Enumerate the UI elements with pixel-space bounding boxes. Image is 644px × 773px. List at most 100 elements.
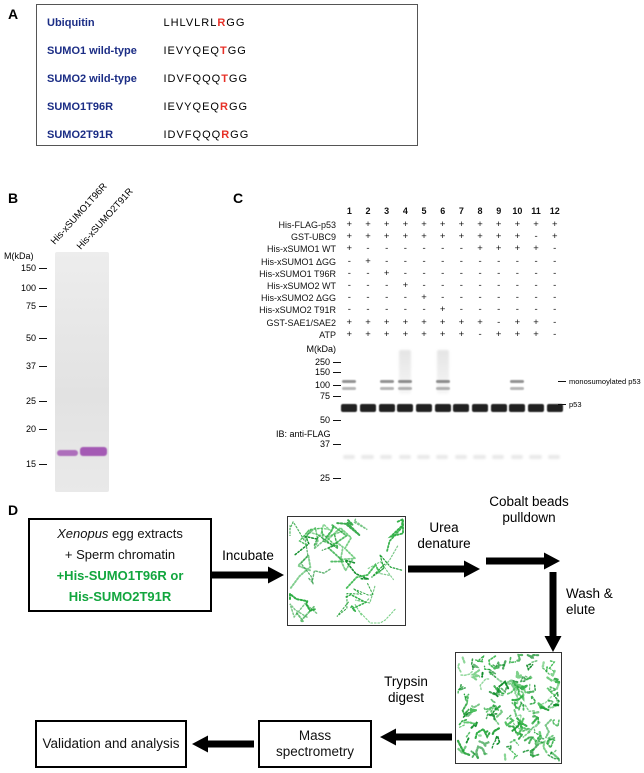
plus-minus-cell: -: [553, 267, 557, 279]
marker-value: 20: [25, 424, 36, 434]
marker-row: 150: [296, 367, 341, 377]
background-band: [510, 455, 524, 459]
marker-value: 100: [20, 283, 36, 293]
plus-minus-cell: -: [497, 267, 501, 279]
plus-minus-cell: +: [421, 219, 427, 230]
p53-band: [378, 404, 395, 412]
component-label: His-xSUMO1 WT: [267, 244, 336, 255]
plus-minus-cell: -: [385, 292, 389, 304]
matrix-cells: ++++++++++++: [340, 219, 564, 231]
annotation-tick: [558, 404, 566, 405]
trypsin-digest-arrow: [380, 728, 452, 746]
plus-minus-cell: +: [439, 219, 446, 230]
plus-minus-cell: +: [402, 328, 409, 340]
plus-minus-cell: -: [366, 292, 370, 304]
lane-number: 6: [440, 206, 446, 216]
plus-minus-cell: -: [403, 243, 407, 255]
p53-band: [341, 404, 358, 412]
plus-minus-cell: +: [365, 231, 371, 243]
plus-minus-cell: +: [477, 219, 483, 230]
component-label: His-xSUMO2 WT: [267, 280, 336, 291]
p53-band: [416, 404, 432, 412]
plus-minus-cell: +: [533, 219, 539, 230]
sequence-prefix: IDVFQQQ: [163, 73, 222, 85]
wash-elute-arrow: [544, 572, 562, 652]
protein-sequence: IDVFQQQRGG: [163, 129, 249, 141]
plus-minus-cell: -: [553, 328, 557, 340]
background-band: [417, 455, 430, 459]
plus-minus-cell: +: [477, 243, 483, 255]
plus-minus-cell: -: [553, 243, 557, 255]
plus-minus-cell: -: [534, 267, 538, 279]
panel-a-label: A: [8, 6, 19, 22]
plus-minus-cell: +: [346, 328, 353, 340]
background-band: [435, 455, 449, 459]
plus-minus-cell: +: [439, 328, 446, 340]
plus-minus-cell: +: [346, 231, 353, 243]
marker-tick: [333, 384, 341, 386]
extracts-line1: Xenopus egg extracts: [57, 523, 183, 544]
trypsin-digest-label: Trypsin digest: [384, 674, 428, 705]
lane-number: 5: [421, 206, 427, 216]
p53-band: [546, 404, 563, 412]
plus-minus-cell: +: [383, 267, 390, 279]
marker-value: 100: [314, 380, 330, 390]
plus-minus-cell: -: [497, 292, 501, 304]
plus-minus-cell: +: [458, 316, 465, 328]
gel-image: [55, 252, 109, 492]
plus-minus-cell: -: [385, 243, 389, 255]
plus-minus-cell: +: [421, 292, 427, 304]
sequence-suffix: GG: [227, 45, 247, 57]
matrix-cells: +++++++-+++-: [340, 329, 564, 341]
cobalt-pulldown-arrow: [486, 552, 560, 570]
urea-denature-arrow: [408, 560, 480, 578]
plus-minus-cell: -: [385, 255, 389, 267]
blot-area: [340, 350, 564, 490]
sequence-prefix: IEVYQEQ: [163, 101, 220, 113]
sequence-prefix: LHLVLRL: [163, 17, 218, 29]
plus-minus-cell: +: [439, 304, 446, 316]
plus-minus-cell: +: [495, 243, 502, 255]
plus-minus-cell: +: [533, 316, 539, 328]
background-band: [547, 455, 561, 459]
peptide-image: [455, 652, 562, 764]
monosumoylated-band: [379, 380, 394, 383]
plus-minus-cell: -: [478, 279, 482, 291]
p53-band: [528, 404, 544, 412]
monosumoylated-band: [435, 380, 450, 383]
plus-minus-cell: +: [346, 219, 353, 230]
marker-row: 250: [296, 357, 341, 367]
matrix-row: ATP+++++++-+++-: [232, 329, 564, 341]
sequence-suffix: GG: [230, 129, 250, 141]
plus-minus-cell: -: [497, 255, 501, 267]
xenopus-italic-text: Xenopus: [57, 526, 109, 541]
plus-minus-cell: +: [551, 219, 558, 230]
marker-tick: [39, 305, 47, 307]
marker-row: 150: [2, 263, 47, 273]
plus-minus-cell: -: [347, 292, 351, 304]
plus-minus-cell: +: [402, 316, 409, 328]
matrix-row: His-FLAG-p53++++++++++++: [232, 219, 564, 231]
marker-value: 50: [319, 415, 330, 425]
plus-minus-cell: +: [365, 219, 371, 230]
marker-value: 150: [314, 367, 330, 377]
lane-number: 11: [531, 206, 541, 216]
plus-minus-cell: -: [366, 243, 370, 255]
component-label: His-xSUMO1 ΔGG: [260, 256, 336, 267]
monosumoylated-band: [510, 387, 525, 390]
matrix-cells: +------++++-: [340, 243, 564, 255]
protein-name: SUMO1 wild-type: [47, 45, 137, 57]
marker-row: 50: [2, 333, 47, 343]
matrix-cells: ---+--------: [340, 280, 564, 292]
matrix-row: His-xSUMO2 WT ---+--------: [232, 280, 564, 292]
plus-minus-cell: -: [459, 255, 463, 267]
lane-number: 3: [384, 206, 390, 216]
component-label: His-FLAG-p53: [278, 220, 336, 230]
marker-value: 15: [25, 459, 36, 469]
p53-band: [509, 404, 526, 412]
plus-minus-cell: -: [422, 243, 426, 255]
p53-band: [360, 404, 376, 412]
plus-minus-cell: -: [459, 292, 463, 304]
plus-minus-cell: -: [553, 304, 557, 316]
plus-minus-cell: -: [534, 231, 538, 243]
